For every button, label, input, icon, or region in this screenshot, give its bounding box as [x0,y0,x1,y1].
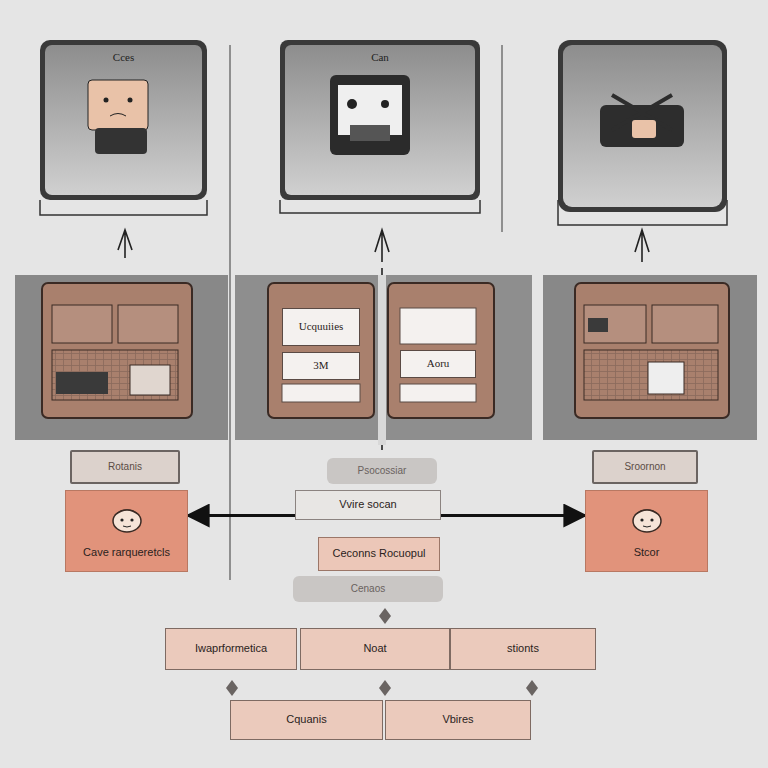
stack-box: Cenaos [293,576,443,602]
node-text: Vvire socan [339,498,396,511]
screen-box: Can [285,45,475,195]
node-text: Rotanis [108,461,142,473]
node-text: Ucquuiies [299,320,344,333]
process-box: Cquanis [230,700,383,740]
node-text: Cces [113,51,134,64]
node-text: stionts [507,642,539,655]
label-tag: Rotanis [70,450,180,484]
text-card: Ucquuiies [282,308,360,346]
node-text: 3M [313,359,328,372]
node-text: Cave rarqueretcls [83,546,170,559]
node-text: Aoru [427,357,450,370]
text-card: 3M [282,352,360,380]
node-text: Vbires [442,713,473,726]
node-text: Noat [363,642,386,655]
node-text: Ceconns Rocuopul [333,547,426,560]
stack-box: Psocossiar [327,458,437,484]
node-text: Iwaprformetica [195,642,267,655]
arrow-connector [188,514,295,517]
divider-line [230,45,502,580]
face-icon [109,505,145,533]
node-text: Stcor [634,546,660,559]
node-text: Cquanis [286,713,326,726]
text-card: Aoru [400,350,476,378]
stack-box: Ceconns Rocuopul [318,537,440,571]
screen-box: Cces [45,45,202,195]
character-figure [88,75,684,155]
process-box: stionts [450,628,596,670]
process-box: Vbires [385,700,531,740]
face-icon [629,505,665,533]
node-text: Psocossiar [358,465,407,477]
node-text: Sroornon [624,461,665,473]
process-box: Iwaprformetica [165,628,297,670]
screen-frame [40,40,727,225]
icon-box: Stcor [585,490,708,572]
process-box: Noat [300,628,450,670]
panel-detail [52,305,718,402]
arrow-connector [441,514,585,517]
icon-box: Cave rarqueretcls [65,490,188,572]
stack-box: Vvire socan [295,490,441,520]
panel-band [15,275,757,445]
node-text: Cenaos [351,583,385,595]
node-text: Can [371,51,389,64]
label-tag: Sroornon [592,450,698,484]
